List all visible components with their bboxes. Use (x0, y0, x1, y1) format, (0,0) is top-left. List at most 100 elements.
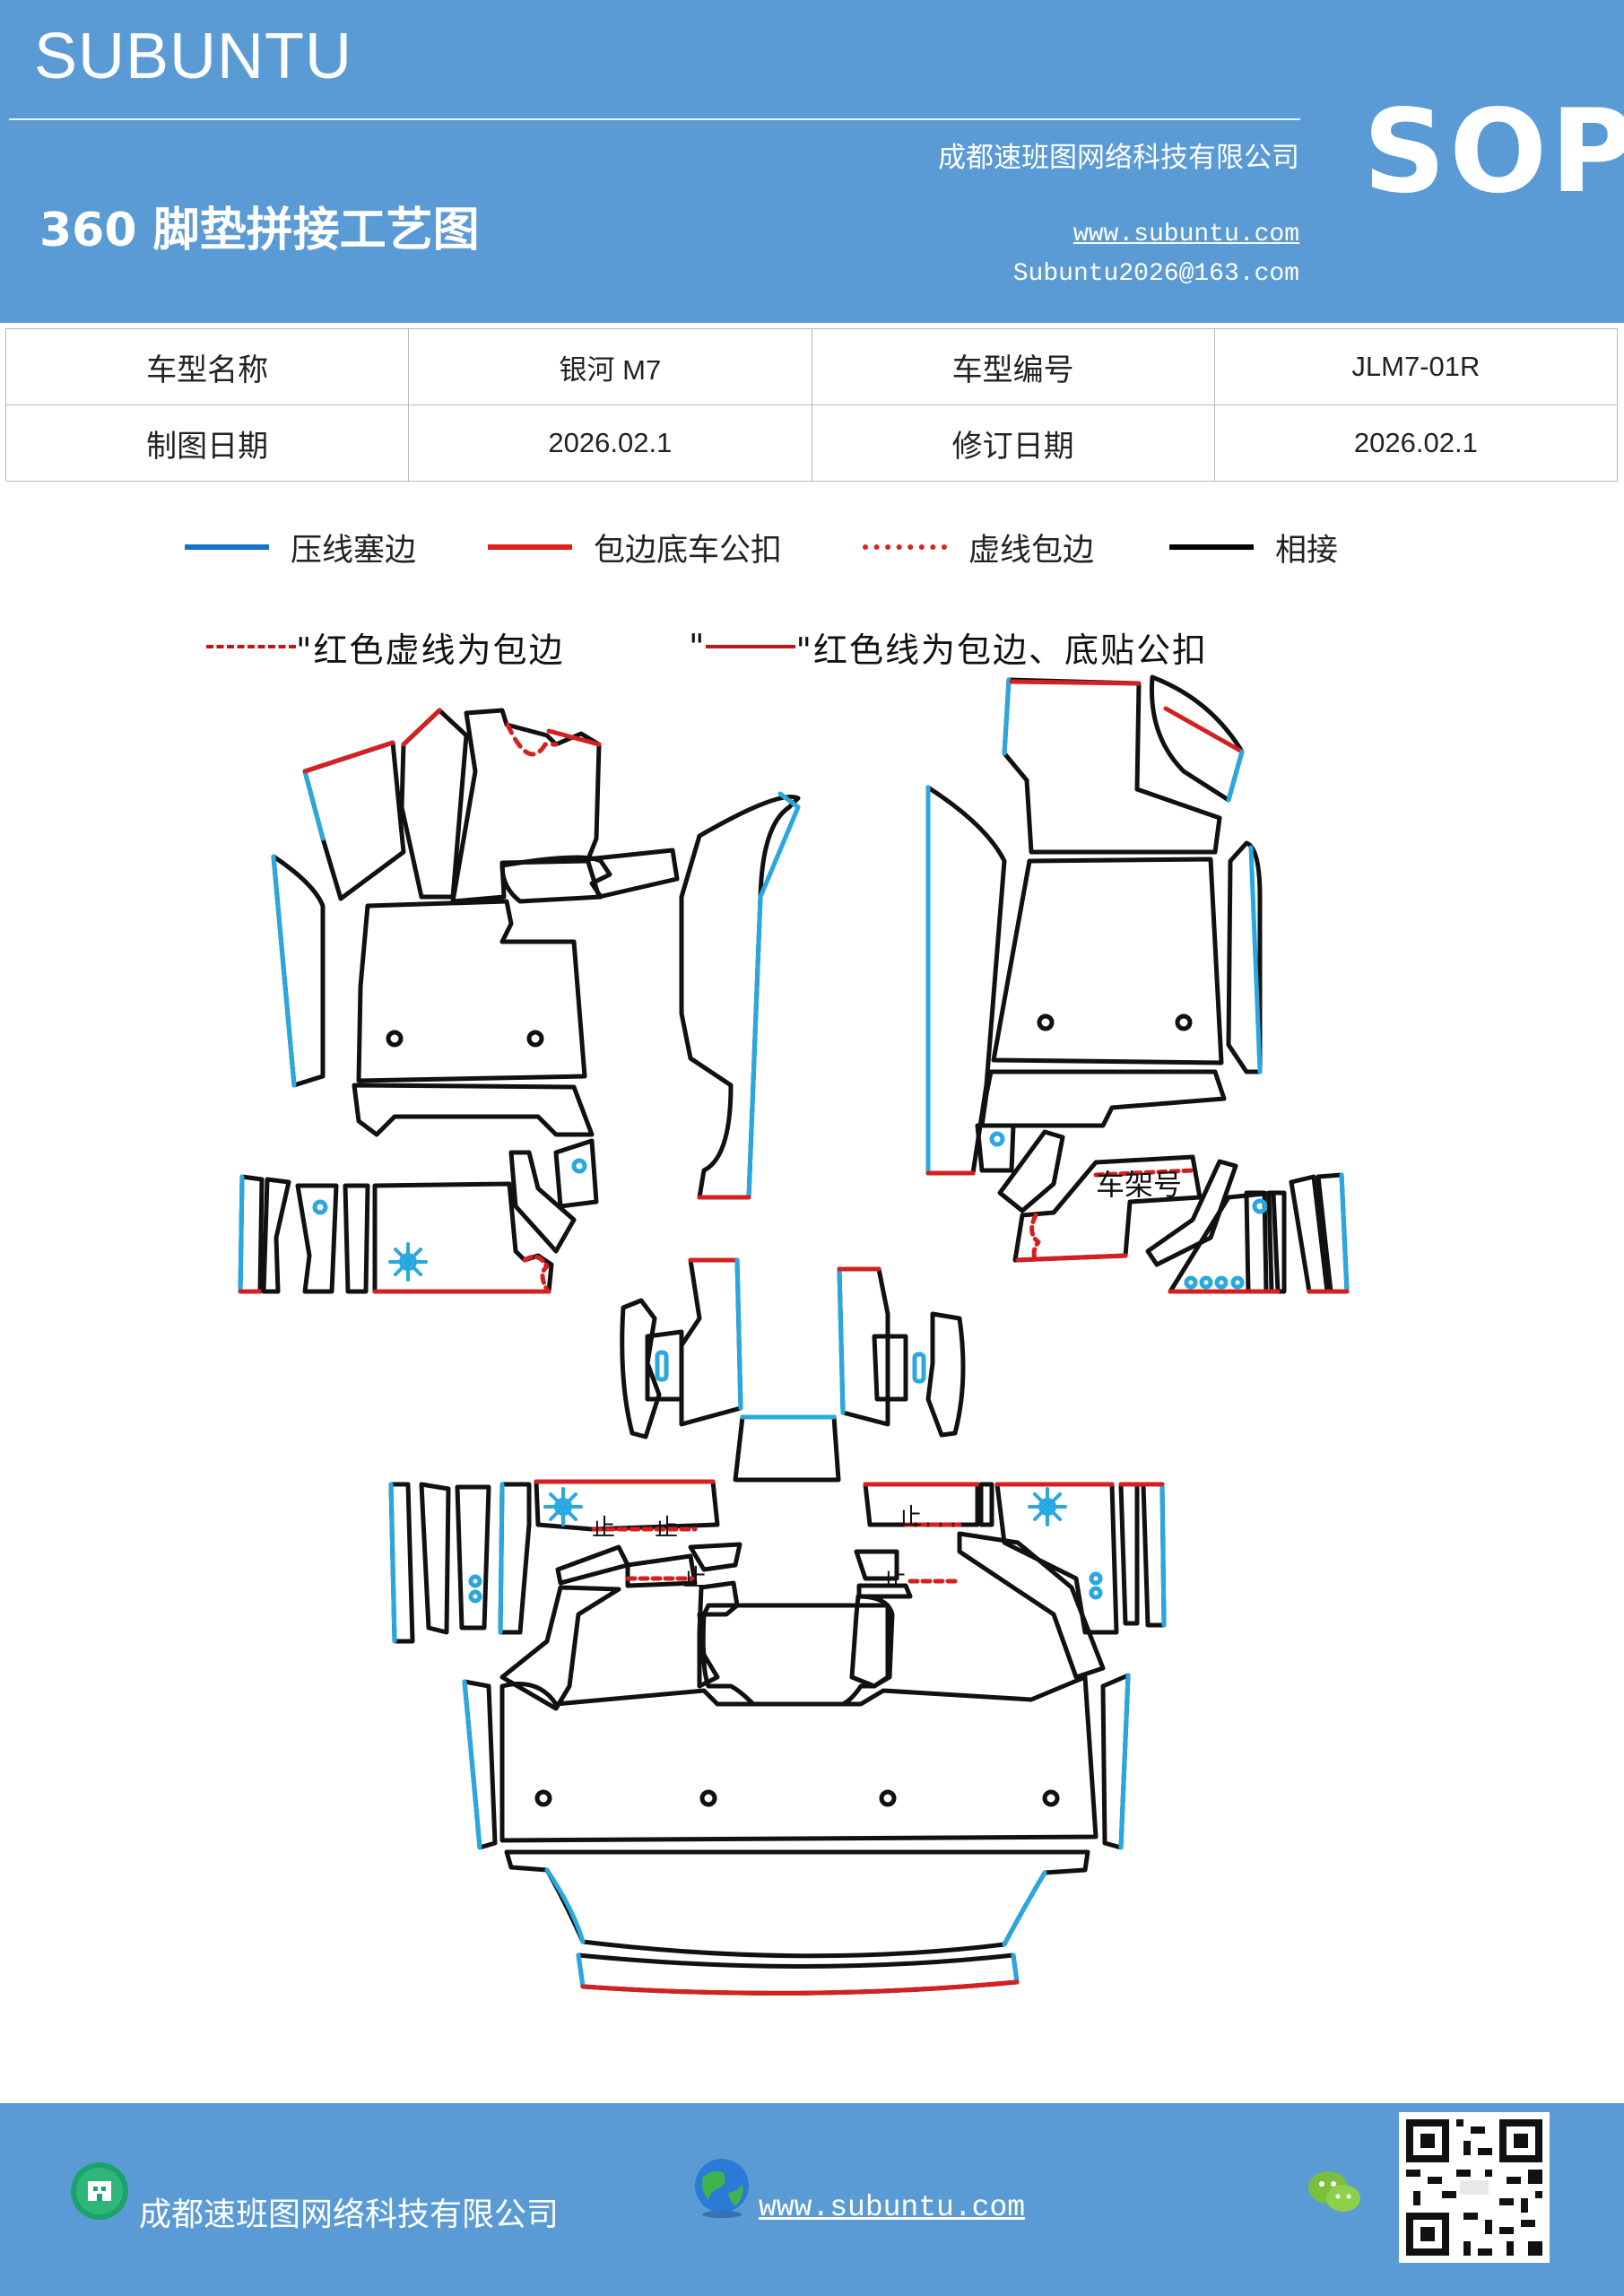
mat-piece (679, 794, 801, 1200)
mat-piece (925, 1311, 966, 1438)
legend-swatch-black (1169, 544, 1254, 550)
mat-piece (508, 1150, 577, 1254)
model-name-value: 银河 M7 (408, 328, 812, 405)
revise-date-value: 2026.02.1 (1213, 404, 1619, 482)
legend-label: 压线塞边 (291, 532, 417, 569)
rear-right-mat-group (849, 1482, 1167, 1689)
legend-item: 相接 (1169, 520, 1338, 574)
clip-dot (1230, 1275, 1245, 1290)
company-name: 成都速班图网络科技有限公司 (938, 142, 1299, 174)
snow-flake-icon (543, 1487, 583, 1526)
header-banner: SUBUNTU 成都速班图网络科技有限公司 360 脚垫拼接工艺图 www.su… (0, 0, 1624, 323)
screw-hole (699, 1789, 717, 1807)
snow-flake-icon (388, 1242, 428, 1282)
mat-piece (356, 899, 587, 1083)
snow-flake-icon (1028, 1487, 1067, 1526)
table-row: 车型名称 银河 M7 车型编号 JLM7-01R (4, 328, 1619, 405)
legend-swatch-blue (185, 544, 269, 550)
note-solid-text: "红色线为包边、底贴公扣 (795, 630, 1208, 670)
mat-piece (975, 1123, 1016, 1173)
footer-website-link[interactable]: www.subuntu.com (759, 2191, 1026, 2224)
clip-dot (989, 1131, 1005, 1147)
mat-piece (372, 1181, 554, 1294)
email-address: Subuntu2026@163.com (1012, 260, 1299, 288)
mat-piece (957, 1531, 1106, 1680)
note-dashed-text: "红色虚线为包边 (296, 630, 565, 670)
mat-piece (462, 1679, 498, 1850)
front-left-lower-group (238, 1138, 599, 1294)
clip-slot (655, 1350, 669, 1382)
mat-piece (499, 855, 612, 904)
middle-mat-group (620, 1257, 966, 1483)
model-name-label: 车型名称 (4, 328, 410, 405)
screw-hole (386, 1030, 404, 1048)
mat-piece (499, 1674, 1099, 1843)
clip-dot (1089, 1586, 1103, 1600)
document-title: 360 脚垫拼接工艺图 (39, 204, 480, 257)
clip-dot (571, 1158, 587, 1174)
clip-dot (1184, 1275, 1198, 1290)
mat-piece (553, 1138, 599, 1209)
mat-piece (555, 1544, 630, 1586)
screw-hole (1175, 1013, 1193, 1031)
website-link[interactable]: www.subuntu.com (1073, 221, 1299, 248)
clip-dot (468, 1574, 482, 1588)
legend-item: 虚线包边 (863, 520, 1094, 574)
screw-hole (534, 1789, 552, 1807)
legend-swatch-dotted (863, 544, 947, 550)
screw-hole (1042, 1789, 1060, 1807)
mat-piece (271, 854, 326, 1088)
draw-date-label: 制图日期 (4, 404, 410, 482)
clip-dot (1199, 1275, 1213, 1290)
header-divider (9, 118, 1300, 120)
sop-badge: SOP (1363, 85, 1624, 219)
mat-piece (925, 785, 1007, 1176)
revise-date-label: 修订日期 (811, 404, 1215, 482)
mat-piece (1118, 1482, 1140, 1626)
vehicle-info-table: 车型名称 银河 M7 车型编号 JLM7-01R 制图日期 2026.02.1 … (4, 328, 1619, 482)
mat-piece (979, 1069, 1227, 1128)
wechat-icon[interactable] (1305, 2166, 1364, 2218)
clip-dot (1214, 1275, 1229, 1290)
buckle-label: 止 (883, 1565, 907, 1592)
screw-hole (1037, 1013, 1055, 1031)
mat-piece (419, 1482, 451, 1635)
mat-piece (620, 1298, 662, 1439)
note-solid: " "红色线为包边、底贴公扣 (689, 621, 1208, 673)
mat-piece (1145, 1159, 1238, 1267)
mat-piece (991, 857, 1224, 1065)
model-code-value: JLM7-01R (1213, 328, 1619, 405)
globe-icon (695, 2159, 749, 2218)
buckle-label: 止 (655, 1515, 678, 1542)
mat-piece (854, 1549, 899, 1581)
note-solid-prefix: " (689, 627, 707, 666)
mat-piece (343, 1183, 370, 1294)
buckle-label: 止 (683, 1565, 707, 1592)
dashed-red-line (206, 645, 296, 648)
solid-red-line (706, 645, 796, 648)
mat-piece (352, 1083, 595, 1137)
mat-piece (700, 1603, 890, 1707)
mat-piece (504, 1849, 1090, 1959)
table-row: 制图日期 2026.02.1 修订日期 2026.02.1 (4, 404, 1619, 482)
clip-dot (1089, 1571, 1103, 1586)
mat-piece (872, 1334, 908, 1402)
rear-left-mat-group (388, 1479, 743, 1711)
clip-dot (1252, 1198, 1268, 1214)
buckle-label: 止 (899, 1504, 922, 1531)
footer-company-name: 成都速班图网络科技有限公司 (139, 2196, 560, 2233)
front-left-mat-group (271, 708, 801, 1200)
rear-center-mat (700, 1603, 890, 1707)
front-right-lower-group (975, 1123, 1350, 1294)
clip-slot (912, 1352, 926, 1384)
mat-piece (978, 1482, 994, 1527)
mat-piece (733, 1414, 841, 1483)
mat-piece (1266, 1190, 1287, 1294)
building-icon (71, 2162, 128, 2220)
mat-piece (585, 848, 680, 900)
front-right-mat-group (925, 674, 1263, 1176)
brand-name: SUBUNTU (34, 21, 353, 92)
mat-piece (498, 1482, 532, 1635)
line-legend: 压线塞边 包边底车公扣 虚线包边 相接 (0, 520, 1624, 574)
mat-piece (261, 1177, 291, 1294)
